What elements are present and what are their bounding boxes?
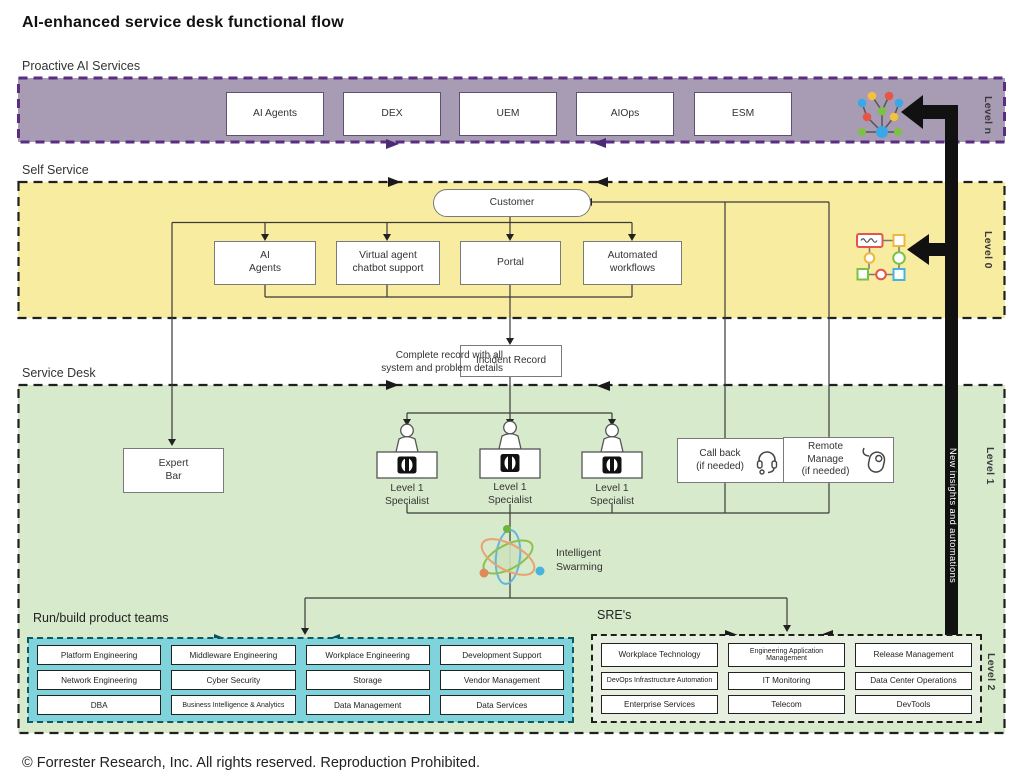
atom-icon <box>479 525 545 585</box>
sre-label: SRE's <box>597 608 632 622</box>
incident-annotation: Complete record with all system and prob… <box>381 350 503 374</box>
person-desk-icon <box>479 420 541 479</box>
team-cell: Data Center Operations <box>855 671 972 691</box>
team-cell: Storage <box>305 670 430 690</box>
team-cell: Enterprise Services <box>601 695 718 714</box>
team-cell: Data Services <box>439 695 564 715</box>
team-cell: Data Management <box>305 695 430 715</box>
team-cell: Middleware Engineering <box>171 645 296 665</box>
proactive-box-ai-agents: AI Agents <box>226 92 324 136</box>
specialist-label: Level 1 Specialist <box>487 482 533 507</box>
headset-icon <box>756 450 778 475</box>
remote-manage-label: Remote Manage (if needed) <box>801 441 850 478</box>
network-icon <box>857 91 904 138</box>
team-cell: DBA <box>37 695 162 715</box>
customer-node: Customer <box>433 189 591 217</box>
run-build-box: Platform Engineering Middleware Engineer… <box>27 637 574 723</box>
remote-manage-box: Remote Manage (if needed) <box>783 437 894 483</box>
team-cell: Cyber Security <box>171 670 296 690</box>
expert-bar-box: Expert Bar <box>123 448 224 493</box>
run-build-label: Run/build product teams <box>33 611 169 625</box>
proactive-box-uem: UEM <box>459 92 557 136</box>
person-desk-icon <box>376 423 438 479</box>
self-service-box-portal: Portal <box>460 241 561 285</box>
team-cell: Workplace Engineering <box>305 645 430 665</box>
team-cell: DevTools <box>855 695 972 714</box>
team-cell: Business Intelligence & Analytics <box>171 695 296 715</box>
team-cell: Workplace Technology <box>601 643 718 667</box>
copyright-text: © Forrester Research, Inc. All rights re… <box>22 755 480 771</box>
self-service-band-label: Self Service <box>22 163 89 177</box>
specialist-figures <box>376 420 643 479</box>
team-cell: Vendor Management <box>439 670 564 690</box>
mouse-icon <box>862 447 886 473</box>
insight-arrow-label: New insights and automations <box>948 447 958 584</box>
swarming-label: Intelligent Swarming <box>556 547 603 574</box>
team-cell: Engineering Application Management <box>728 643 845 667</box>
team-cell: Telecom <box>728 695 845 714</box>
workflow-icon <box>856 233 906 281</box>
self-service-box-automated-workflows: Automated workflows <box>583 241 682 285</box>
service-desk-band-label: Service Desk <box>22 366 96 380</box>
arrowheads <box>168 198 791 635</box>
level-2-label: Level 2 <box>985 653 997 691</box>
incident-record-box: Incident Record <box>460 345 562 377</box>
proactive-box-aiops: AIOps <box>576 92 674 136</box>
team-cell: Network Engineering <box>37 670 162 690</box>
specialist-label: Level 1 Specialist <box>589 483 635 508</box>
team-cell: Development Support <box>439 645 564 665</box>
page-title: AI-enhanced service desk functional flow <box>22 14 344 31</box>
service-desk-band-border <box>17 383 1006 735</box>
team-cell: IT Monitoring <box>728 671 845 691</box>
proactive-box-esm: ESM <box>694 92 792 136</box>
team-cell: Platform Engineering <box>37 645 162 665</box>
connectors <box>171 201 830 629</box>
level-0-label: Level 0 <box>982 231 994 269</box>
level-n-label: Level n <box>982 95 994 135</box>
sre-box: Workplace Technology Engineering Applica… <box>591 634 982 723</box>
self-service-band-border <box>17 180 1006 320</box>
specialist-label: Level 1 Specialist <box>384 483 430 508</box>
person-desk-icon <box>581 423 643 479</box>
self-service-box-ai-agents: AI Agents <box>214 241 316 285</box>
level-1-label: Level 1 <box>984 447 996 485</box>
call-back-box: Call back (if needed) <box>677 438 787 483</box>
team-cell: Release Management <box>855 643 972 667</box>
team-cell: DevOps Infrastructure Automation <box>601 671 718 691</box>
self-service-box-virtual-agent: Virtual agent chatbot support <box>336 241 440 285</box>
proactive-box-dex: DEX <box>343 92 441 136</box>
call-back-label: Call back (if needed) <box>696 448 744 472</box>
insight-arrow <box>901 95 958 635</box>
proactive-band-label: Proactive AI Services <box>22 59 141 73</box>
